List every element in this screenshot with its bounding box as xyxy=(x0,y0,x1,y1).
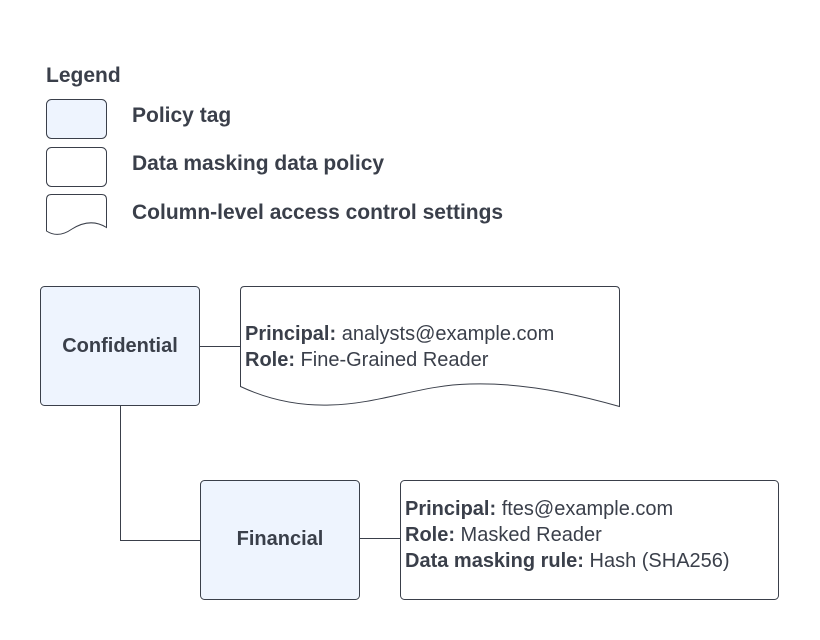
note-value: Hash (SHA256) xyxy=(583,550,730,572)
note-value: ftes@example.com xyxy=(496,498,674,520)
legend-swatch-access-control-settings xyxy=(46,194,107,235)
note-financial-masking-rule: Data masking rule: Hash (SHA256) xyxy=(405,548,730,574)
note-financial-role: Role: Masked Reader xyxy=(405,522,730,548)
legend-label-data-masking-policy: Data masking data policy xyxy=(132,152,385,175)
note-key: Data masking rule: xyxy=(405,550,584,572)
note-value: analysts@example.com xyxy=(336,323,555,345)
legend-label-access-control-settings: Column-level access control settings xyxy=(132,201,504,224)
note-financial-text: Principal: ftes@example.com Role: Masked… xyxy=(405,496,730,574)
note-value: Masked Reader xyxy=(455,524,602,546)
legend-swatch-policy-tag xyxy=(46,99,107,139)
node-financial-box[interactable] xyxy=(200,480,360,600)
node-confidential-label: Confidential xyxy=(62,335,178,357)
node-confidential-box[interactable] xyxy=(40,286,200,406)
note-confidential-principal: Principal: analysts@example.com xyxy=(245,321,554,347)
node-financial-label: Financial xyxy=(236,528,324,550)
note-financial-principal: Principal: ftes@example.com xyxy=(405,496,730,522)
note-confidential-role: Role: Fine-Grained Reader xyxy=(245,347,554,373)
legend-label-policy-tag: Policy tag xyxy=(132,104,232,127)
note-key: Role: xyxy=(405,524,455,546)
legend-title: Legend xyxy=(46,64,121,87)
note-confidential-text: Principal: analysts@example.com Role: Fi… xyxy=(245,321,554,373)
edge-confidential-to-financial xyxy=(120,406,200,541)
legend-swatch-data-masking-policy xyxy=(46,147,107,187)
note-confidential-shape[interactable] xyxy=(240,286,620,408)
note-key: Principal: xyxy=(245,323,337,345)
note-key: Principal: xyxy=(405,498,497,520)
note-key: Role: xyxy=(245,349,295,371)
note-value: Fine-Grained Reader xyxy=(295,349,489,371)
note-financial-shape[interactable] xyxy=(400,480,779,600)
